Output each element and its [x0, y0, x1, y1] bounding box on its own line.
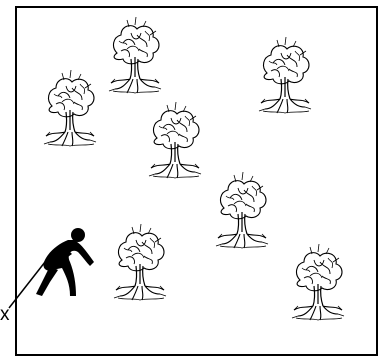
tree-icon — [114, 224, 166, 300]
tree-icon — [149, 102, 201, 178]
tree-icon — [44, 70, 96, 146]
tree-icon — [259, 37, 311, 113]
corner-label: x — [0, 305, 10, 324]
tree-icon — [109, 17, 161, 93]
label-pointer-line — [9, 262, 45, 308]
tree-icon — [216, 172, 268, 248]
tree-icon — [292, 244, 344, 320]
